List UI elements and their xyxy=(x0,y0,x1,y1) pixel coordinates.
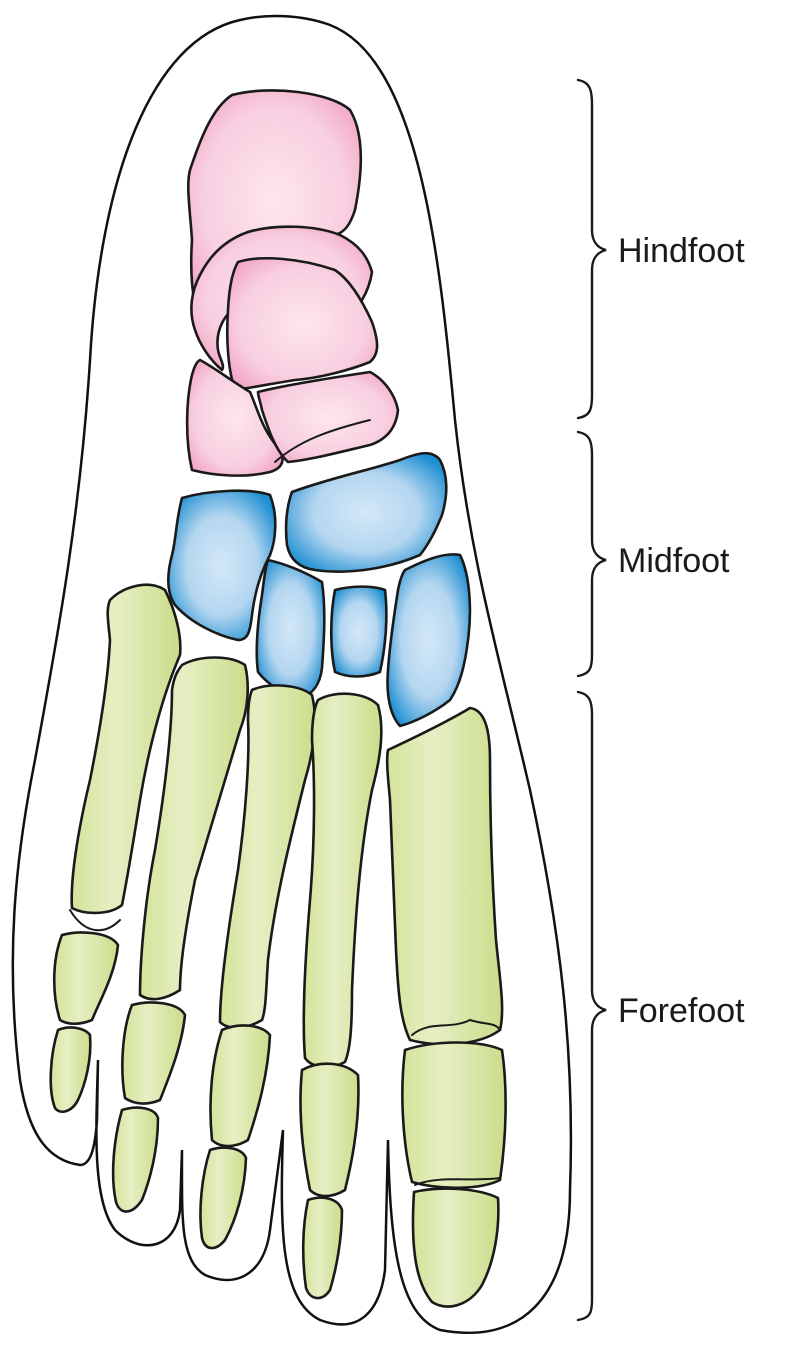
hindfoot-bracket xyxy=(578,80,606,418)
intermediate-cuneiform-bone xyxy=(331,587,386,677)
forefoot-label: Forefoot xyxy=(618,992,745,1030)
hindfoot-label: Hindfoot xyxy=(618,232,745,270)
metatarsal-1-bone xyxy=(387,708,502,1044)
midfoot-label: Midfoot xyxy=(618,542,730,580)
midfoot-bracket xyxy=(578,432,606,676)
proximal-phalanx-1-bone xyxy=(402,1043,505,1188)
lateral-cuneiform-bone xyxy=(257,560,325,698)
forefoot-bracket xyxy=(578,692,606,1320)
